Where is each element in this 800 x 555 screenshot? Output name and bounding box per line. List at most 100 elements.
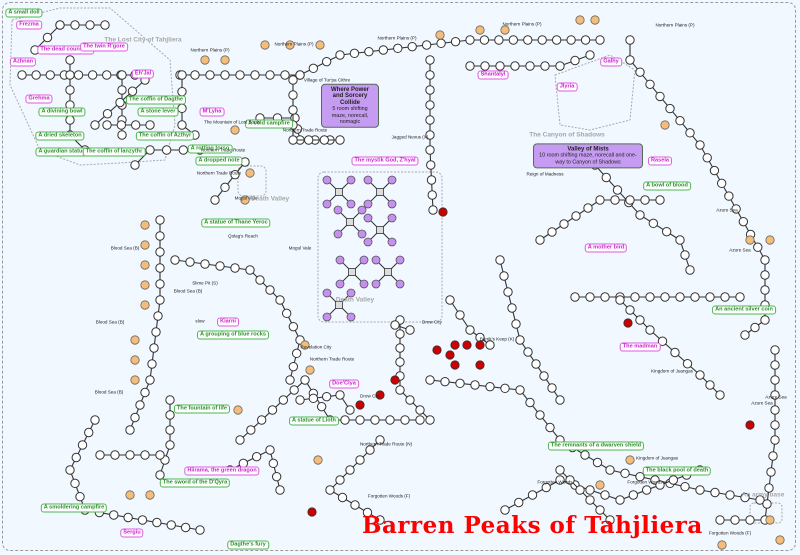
npc-label[interactable]: Grehma bbox=[25, 94, 53, 104]
room-node bbox=[500, 505, 510, 515]
room-node bbox=[375, 515, 385, 525]
item-label[interactable]: The coffin of Dagthe bbox=[125, 95, 187, 105]
room-node bbox=[625, 55, 635, 65]
room-node bbox=[316, 401, 327, 412]
item-label[interactable]: A dried skeleton bbox=[35, 131, 85, 141]
orange-exit-node bbox=[140, 260, 150, 270]
room-node bbox=[455, 378, 465, 389]
room-node bbox=[495, 61, 505, 71]
room-node bbox=[55, 20, 65, 30]
room-node bbox=[145, 145, 155, 155]
item-label[interactable]: A guardian statue bbox=[35, 147, 89, 157]
room-node bbox=[235, 70, 245, 80]
npc-label[interactable]: Rasela bbox=[647, 156, 673, 166]
red-danger-node bbox=[623, 318, 633, 328]
npc-label[interactable]: The madman bbox=[619, 342, 661, 352]
orange-exit-node bbox=[305, 365, 315, 375]
room-node bbox=[545, 422, 555, 433]
item-label[interactable]: The fountain of life bbox=[173, 404, 231, 414]
npc-label[interactable]: Kiarni bbox=[217, 317, 239, 327]
item-label[interactable]: A stone lever bbox=[137, 107, 179, 117]
room-node bbox=[285, 375, 295, 385]
room-node bbox=[465, 325, 475, 335]
item-label[interactable]: An ancient silver coin bbox=[712, 305, 776, 315]
room-node bbox=[494, 35, 504, 45]
item-label[interactable]: The black pool of death bbox=[642, 466, 712, 476]
npc-label[interactable]: M'Lyha bbox=[199, 107, 225, 117]
room-node bbox=[555, 395, 565, 405]
zone-description: 5 room shifting maze, norecall, nomagic bbox=[331, 106, 369, 125]
room-node bbox=[585, 50, 595, 60]
room-node bbox=[760, 315, 770, 325]
room-node bbox=[102, 70, 112, 80]
npc-label[interactable]: Eh'Jal bbox=[131, 69, 155, 79]
orange-exit-node bbox=[315, 40, 325, 50]
room-node bbox=[655, 480, 665, 490]
item-label[interactable]: Dagthe's fury bbox=[227, 540, 269, 550]
orange-exit-node bbox=[435, 30, 445, 40]
room-node bbox=[580, 35, 591, 45]
item-label[interactable]: A small doll bbox=[5, 8, 43, 18]
room-node bbox=[390, 320, 400, 330]
room-node bbox=[155, 215, 165, 225]
npc-label[interactable]: The mystik God, Z'hyal bbox=[351, 156, 419, 166]
item-label[interactable]: A grouping of blue rocks bbox=[197, 330, 269, 340]
room-node bbox=[436, 38, 446, 49]
npc-label[interactable]: Shantalyl bbox=[477, 70, 509, 80]
room-node bbox=[685, 265, 695, 275]
item-label[interactable]: A smoldering campfire bbox=[40, 503, 108, 513]
room-node bbox=[321, 56, 332, 67]
item-label[interactable]: A statue of Thane Yeroc bbox=[201, 218, 271, 228]
room-node bbox=[547, 227, 557, 237]
npc-label[interactable]: Sergiu bbox=[120, 528, 144, 538]
room-node bbox=[665, 103, 675, 114]
lost-city-outline bbox=[9, 7, 176, 166]
room-node bbox=[715, 390, 725, 400]
room-node bbox=[570, 292, 580, 302]
item-label[interactable]: A statue of Lloth bbox=[289, 416, 339, 426]
npc-label[interactable]: Galhy bbox=[600, 57, 622, 67]
npc-label[interactable]: Frezma bbox=[16, 20, 42, 30]
item-label[interactable]: A dropped note bbox=[195, 156, 243, 166]
maze-hub-node bbox=[346, 218, 354, 226]
item-label[interactable]: The coffin of Ianzythr bbox=[82, 147, 146, 157]
room-node bbox=[668, 475, 679, 485]
place-label: Forgotten Woods bbox=[537, 479, 573, 485]
item-label[interactable]: A bowl of blood bbox=[643, 181, 691, 191]
orange-exit-node bbox=[140, 220, 150, 230]
room-node bbox=[185, 257, 195, 267]
red-danger-node bbox=[475, 360, 485, 370]
npc-label[interactable]: The twin R'gore bbox=[80, 42, 128, 52]
room-node bbox=[695, 370, 705, 380]
room-node bbox=[600, 490, 610, 500]
item-label[interactable]: A divining bowl bbox=[38, 107, 86, 117]
room-node bbox=[657, 336, 668, 346]
room-node bbox=[395, 357, 405, 367]
item-label[interactable]: The coffin of Azthyr bbox=[135, 131, 195, 141]
npc-label[interactable]: Azhnan bbox=[9, 57, 37, 67]
maze-room-node bbox=[371, 279, 381, 289]
maze-room-node bbox=[335, 255, 345, 265]
room-node bbox=[84, 427, 94, 438]
room-node bbox=[180, 522, 191, 533]
maze-room-node bbox=[387, 199, 397, 209]
npc-label[interactable]: Jlyria bbox=[556, 82, 578, 92]
item-label[interactable]: The sword of the D'Qyra bbox=[159, 478, 231, 488]
item-label[interactable]: A rotting torso bbox=[187, 144, 233, 154]
room-node bbox=[303, 135, 314, 145]
room-node bbox=[147, 359, 157, 369]
room-node bbox=[730, 515, 740, 525]
maze-room-node bbox=[322, 199, 332, 209]
npc-label[interactable]: Doe'Clya bbox=[329, 379, 359, 389]
room-node bbox=[523, 35, 533, 45]
room-node bbox=[71, 452, 81, 463]
item-label[interactable]: A cold campfire bbox=[245, 119, 293, 129]
room-node bbox=[355, 455, 365, 465]
item-label[interactable]: The remnants of a dwarven shield bbox=[547, 441, 645, 451]
npc-label[interactable]: A mother bird bbox=[584, 243, 628, 253]
room-node bbox=[155, 450, 165, 460]
npc-label[interactable]: Hiirama, the green dragon bbox=[184, 466, 260, 476]
room-node bbox=[73, 70, 84, 80]
